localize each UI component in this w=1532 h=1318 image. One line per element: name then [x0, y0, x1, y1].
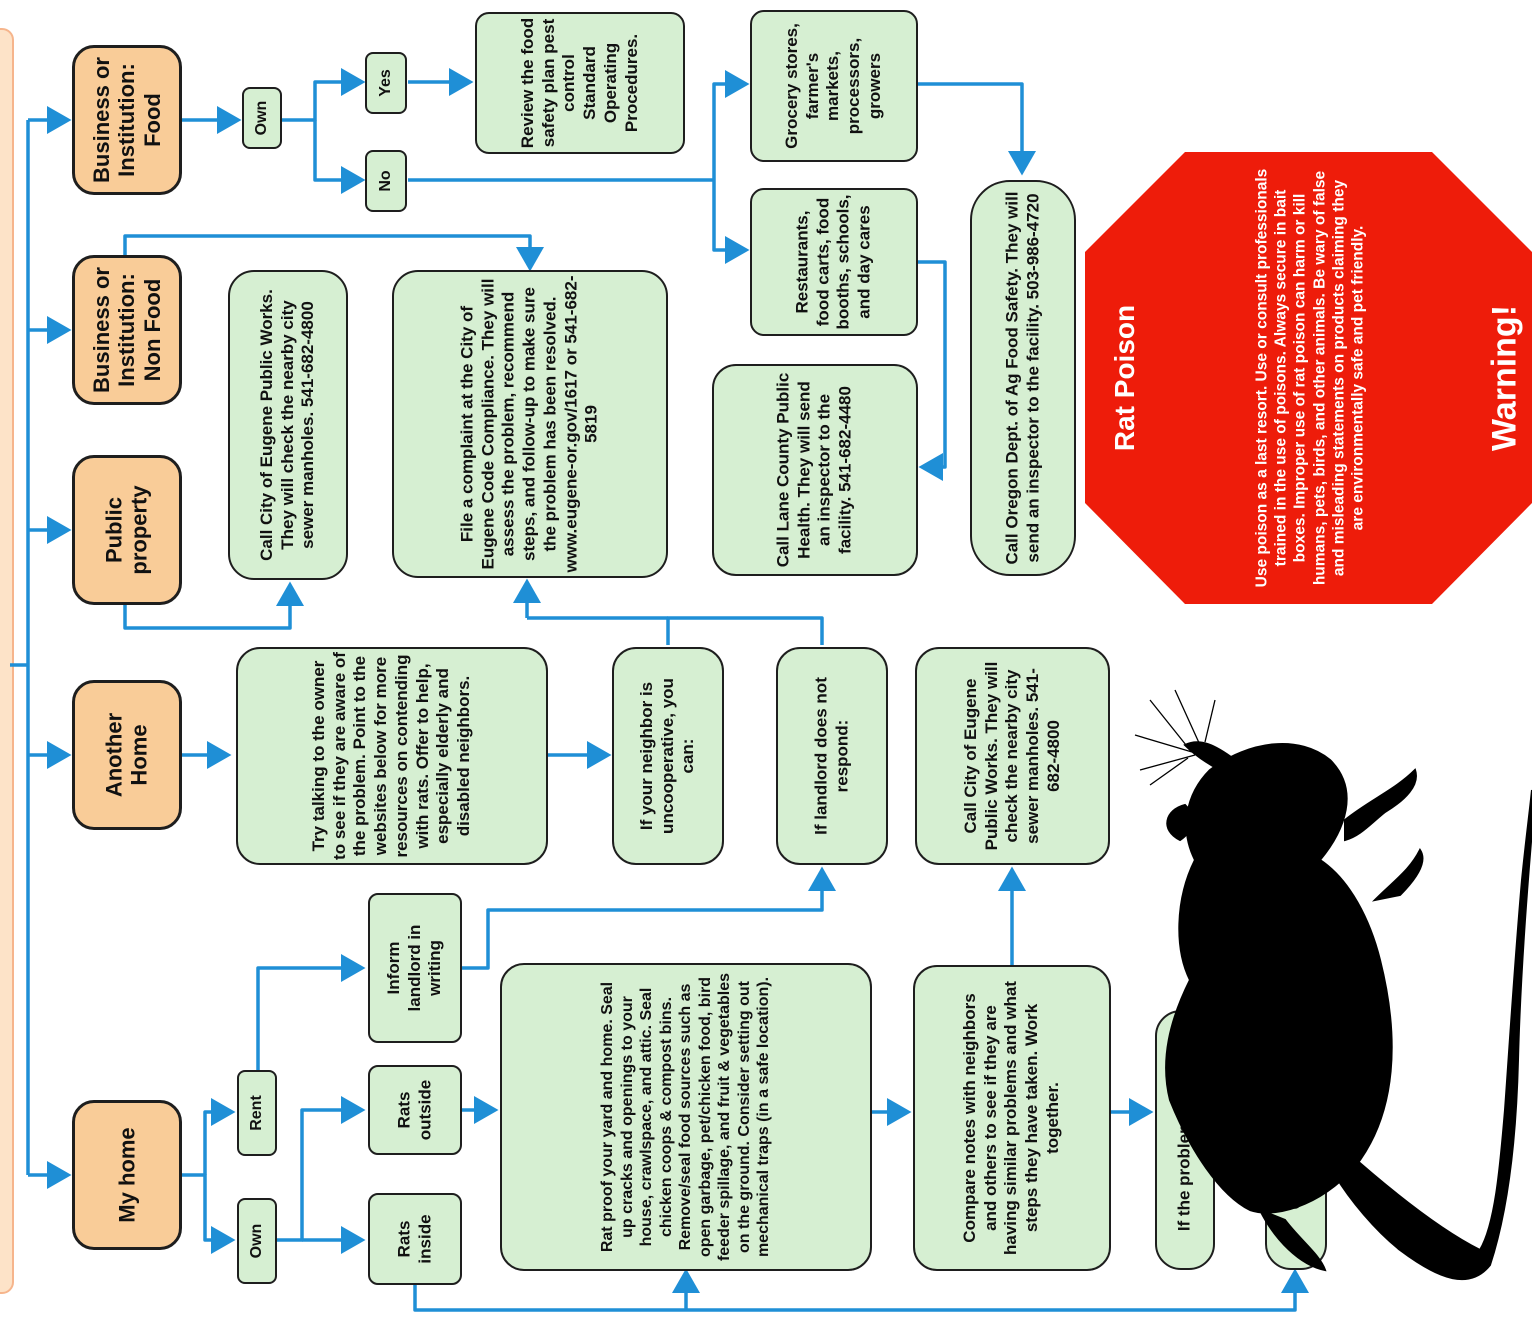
public-works-manholes[interactable]: Call City of Eugene Public Works. They w… — [228, 270, 348, 580]
rats-outside-label: Rats outside — [394, 1079, 434, 1141]
oregon-ag-food-safety[interactable]: Call Oregon Dept. of Ag Food Safety. The… — [970, 180, 1076, 576]
category-my-home[interactable]: My home — [72, 1100, 182, 1250]
rat-proof-steps-text: Rat proof your yard and home. Seal up cr… — [599, 972, 773, 1262]
food-no-label: No — [377, 170, 395, 192]
landlord-no-response-text: If landlord does not respond: — [811, 677, 851, 835]
warning-title: Rat Poison — [1109, 304, 1140, 452]
problem-persists-text: If the problem persists — [1174, 1048, 1194, 1232]
rats-inside[interactable]: Rats inside — [368, 1193, 462, 1285]
food-no[interactable]: No — [365, 150, 407, 212]
category-business-food[interactable]: Business or Institution: Food — [72, 45, 182, 195]
rats-outside[interactable]: Rats outside — [368, 1065, 462, 1155]
my-home-public-works[interactable]: Call City of Eugene Public Works. They w… — [915, 647, 1110, 865]
category-another-home-label: Another Home — [101, 712, 152, 798]
review-food-safety-plan[interactable]: Review the food safety plan pest control… — [475, 12, 685, 154]
my-home-public-works-text: Call City of Eugene Public Works. They w… — [960, 661, 1063, 851]
restaurants-food-carts-text: Restaurants, food carts, food booths, sc… — [792, 194, 874, 330]
category-business-non-food[interactable]: Business or Institution: Non Food — [72, 255, 182, 405]
landlord-no-response[interactable]: If landlord does not respond: — [776, 647, 888, 865]
talk-to-owner[interactable]: Try talking to the owner to see if they … — [236, 647, 548, 865]
lane-county-health-text: Call Lane County Public Health. They wil… — [773, 372, 855, 568]
oregon-ag-food-safety-text: Call Oregon Dept. of Ag Food Safety. The… — [1002, 191, 1042, 565]
review-food-safety-plan-text: Review the food safety plan pest control… — [517, 17, 641, 149]
warning-body: Use poison as a last resort. Use or cons… — [1253, 168, 1367, 588]
category-public-property-label: Public property — [101, 485, 152, 575]
food-yes[interactable]: Yes — [365, 52, 407, 114]
call-exterminator[interactable]: Call exterminator — [1265, 1010, 1327, 1270]
compare-notes[interactable]: Compare notes with neighbors and others … — [913, 965, 1111, 1271]
grocery-stores-text: Grocery stores, farmer's markets, proces… — [782, 23, 885, 149]
restaurants-food-carts[interactable]: Restaurants, food carts, food booths, sc… — [750, 188, 918, 336]
problem-persists[interactable]: If the problem persists — [1155, 1010, 1215, 1270]
category-business-food-label: Business or Institution: Food — [89, 57, 165, 183]
lane-county-health[interactable]: Call Lane County Public Health. They wil… — [712, 364, 918, 576]
compare-notes-text: Compare notes with neighbors and others … — [960, 981, 1063, 1255]
my-home-own-label: Own — [248, 1223, 266, 1259]
neighbor-uncooperative[interactable]: If your neighbor is uncooperative, you c… — [612, 647, 724, 865]
grocery-stores[interactable]: Grocery stores, farmer's markets, proces… — [750, 10, 918, 162]
category-another-home[interactable]: Another Home — [72, 680, 182, 830]
talk-to-owner-text: Try talking to the owner to see if they … — [309, 652, 474, 860]
file-complaint[interactable]: File a complaint at the City of Eugene C… — [392, 270, 668, 578]
category-my-home-label: My home — [114, 1127, 140, 1223]
food-own[interactable]: Own — [242, 87, 282, 149]
inform-landlord[interactable]: Inform landlord in writing — [368, 893, 462, 1043]
food-own-label: Own — [253, 100, 271, 136]
rats-inside-label: Rats inside — [394, 1214, 434, 1264]
file-complaint-text: File a complaint at the City of Eugene C… — [457, 275, 601, 573]
my-home-rent-label: Rent — [248, 1095, 266, 1131]
call-exterminator-text: Call exterminator — [1285, 1070, 1305, 1210]
rat-proof-steps[interactable]: Rat proof your yard and home. Seal up cr… — [500, 963, 872, 1271]
my-home-own[interactable]: Own — [237, 1198, 277, 1284]
food-yes-label: Yes — [377, 69, 395, 97]
inform-landlord-label: Inform landlord in writing — [383, 924, 445, 1012]
neighbor-uncooperative-text: If your neighbor is uncooperative, you c… — [636, 678, 698, 834]
warning-footer: Warning! — [1485, 304, 1524, 452]
my-home-rent[interactable]: Rent — [237, 1070, 277, 1156]
category-public-property[interactable]: Public property — [72, 455, 182, 605]
public-works-manholes-text: Call City of Eugene Public Works. They w… — [256, 289, 318, 561]
category-business-non-food-label: Business or Institution: Non Food — [89, 267, 165, 393]
